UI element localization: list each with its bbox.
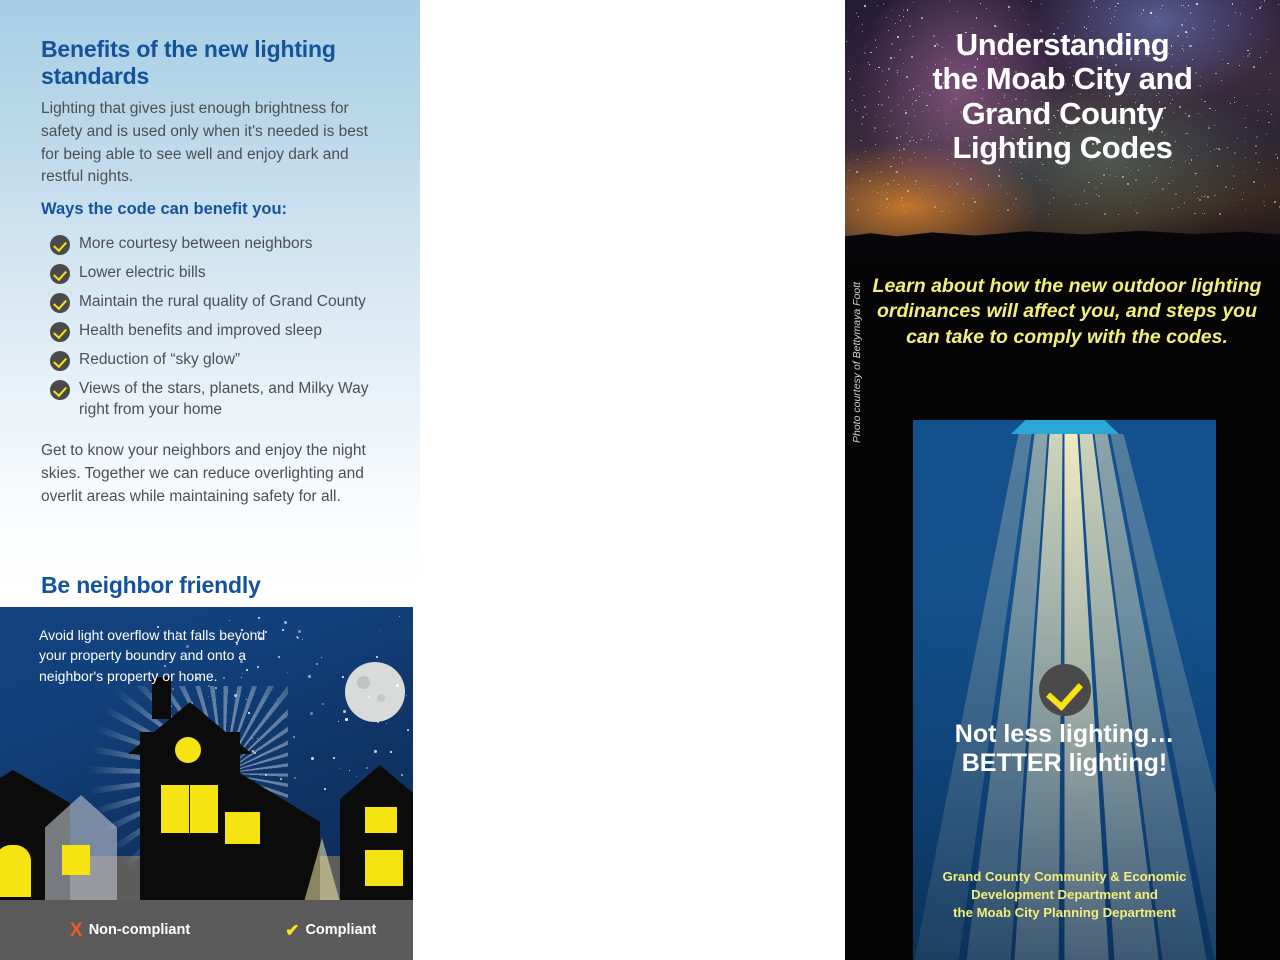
benefit-label: Views of the stars, planets, and Milky W…: [79, 380, 369, 419]
list-item: Health benefits and improved sleep: [50, 320, 390, 342]
closing-paragraph: Get to know your neighbors and enjoy the…: [41, 442, 366, 505]
chimney: [152, 677, 171, 719]
light-beam: [913, 434, 1216, 960]
list-item: Reduction of “sky glow”: [50, 349, 390, 371]
check-circle-icon: [50, 293, 70, 313]
department-line-2: Development Department and: [971, 887, 1158, 903]
shielded-lamp-icon: [1010, 420, 1119, 434]
list-item: Lower electric bills: [50, 262, 390, 284]
window: [246, 812, 260, 844]
night-neighborhood-illustration: Avoid light overflow that falls beyond y…: [0, 607, 413, 960]
check-circle-icon: [50, 322, 70, 342]
list-item: Maintain the rural quality of Grand Coun…: [50, 291, 390, 313]
intro-paragraph: Lighting that gives just enough brightne…: [41, 100, 368, 186]
title-line-2: the Moab City and: [932, 61, 1193, 97]
photo-credit: Photo courtesy of Bettymaya Foott: [851, 281, 863, 443]
round-window: [175, 737, 201, 763]
legend-label: Non-compliant: [88, 922, 191, 938]
legend-compliant: ✔ Compliant: [285, 922, 376, 939]
window: [365, 850, 403, 886]
title-line-4: Lighting Codes: [952, 130, 1173, 166]
section-title: Benefits of the new lighting standards: [41, 36, 336, 89]
cover-subtitle: Learn about how the new outdoor lighting…: [872, 275, 1262, 348]
x-icon: X: [70, 919, 83, 941]
department-line-1: Grand County Community & Economic: [942, 869, 1187, 884]
window: [0, 845, 31, 897]
benefit-label: Reduction of “sky glow”: [79, 351, 241, 368]
ways-subtitle: Ways the code can benefit you:: [41, 200, 288, 218]
title-line-1: Understanding: [955, 27, 1170, 62]
neighbor-friendly-title: Be neighbor friendly: [41, 572, 261, 598]
check-circle-icon: [50, 351, 70, 371]
left-panel: Benefits of the new lighting standards L…: [0, 0, 420, 960]
benefit-label: More courtesy between neighbors: [79, 235, 313, 252]
title-line-3: Grand County: [961, 95, 1164, 131]
check-icon: ✔: [285, 920, 300, 940]
moon-icon: [345, 662, 405, 722]
benefit-label: Maintain the rural quality of Grand Coun…: [79, 293, 366, 310]
star-field: [845, 0, 1280, 258]
compliant-check-icon: [1038, 664, 1091, 716]
page-title: Understanding the Moab City and Grand Co…: [845, 27, 1280, 166]
card-tagline: Not less lighting… BETTER lighting!: [913, 720, 1216, 778]
tagline-line-1: Not less lighting…: [954, 720, 1175, 748]
milky-way-photo: [845, 0, 1280, 258]
tagline-line-2: BETTER lighting!: [961, 749, 1168, 777]
better-lighting-card: Not less lighting… BETTER lighting! Gran…: [913, 420, 1216, 960]
list-item: Views of the stars, planets, and Milky W…: [50, 378, 390, 421]
window: [190, 785, 218, 833]
list-item: More courtesy between neighbors: [50, 233, 390, 255]
compliance-legend: X Non-compliant ✔ Compliant: [0, 900, 413, 960]
check-circle-icon: [50, 380, 70, 400]
mountain-ridge-silhouette: [845, 230, 1280, 258]
department-credit: Grand County Community & Economic Develo…: [913, 868, 1216, 923]
benefits-heading: Benefits of the new lighting standards: [41, 36, 376, 89]
middle-panel: Moab Dark Skies Live and Play under the …: [420, 0, 1180, 960]
legend-label: Compliant: [305, 922, 377, 938]
window: [161, 785, 189, 833]
window: [62, 845, 90, 875]
house-right: [340, 765, 413, 920]
benefit-label: Lower electric bills: [79, 264, 206, 281]
benefit-label: Health benefits and improved sleep: [79, 322, 322, 339]
department-line-3: the Moab City Planning Department: [953, 905, 1176, 921]
legend-non-compliant: X Non-compliant: [70, 921, 190, 940]
check-circle-icon: [50, 235, 70, 255]
window: [365, 807, 397, 833]
illustration-caption: Avoid light overflow that falls beyond y…: [39, 627, 266, 684]
benefits-list: More courtesy between neighbors Lower el…: [50, 233, 390, 428]
check-circle-icon: [50, 264, 70, 284]
